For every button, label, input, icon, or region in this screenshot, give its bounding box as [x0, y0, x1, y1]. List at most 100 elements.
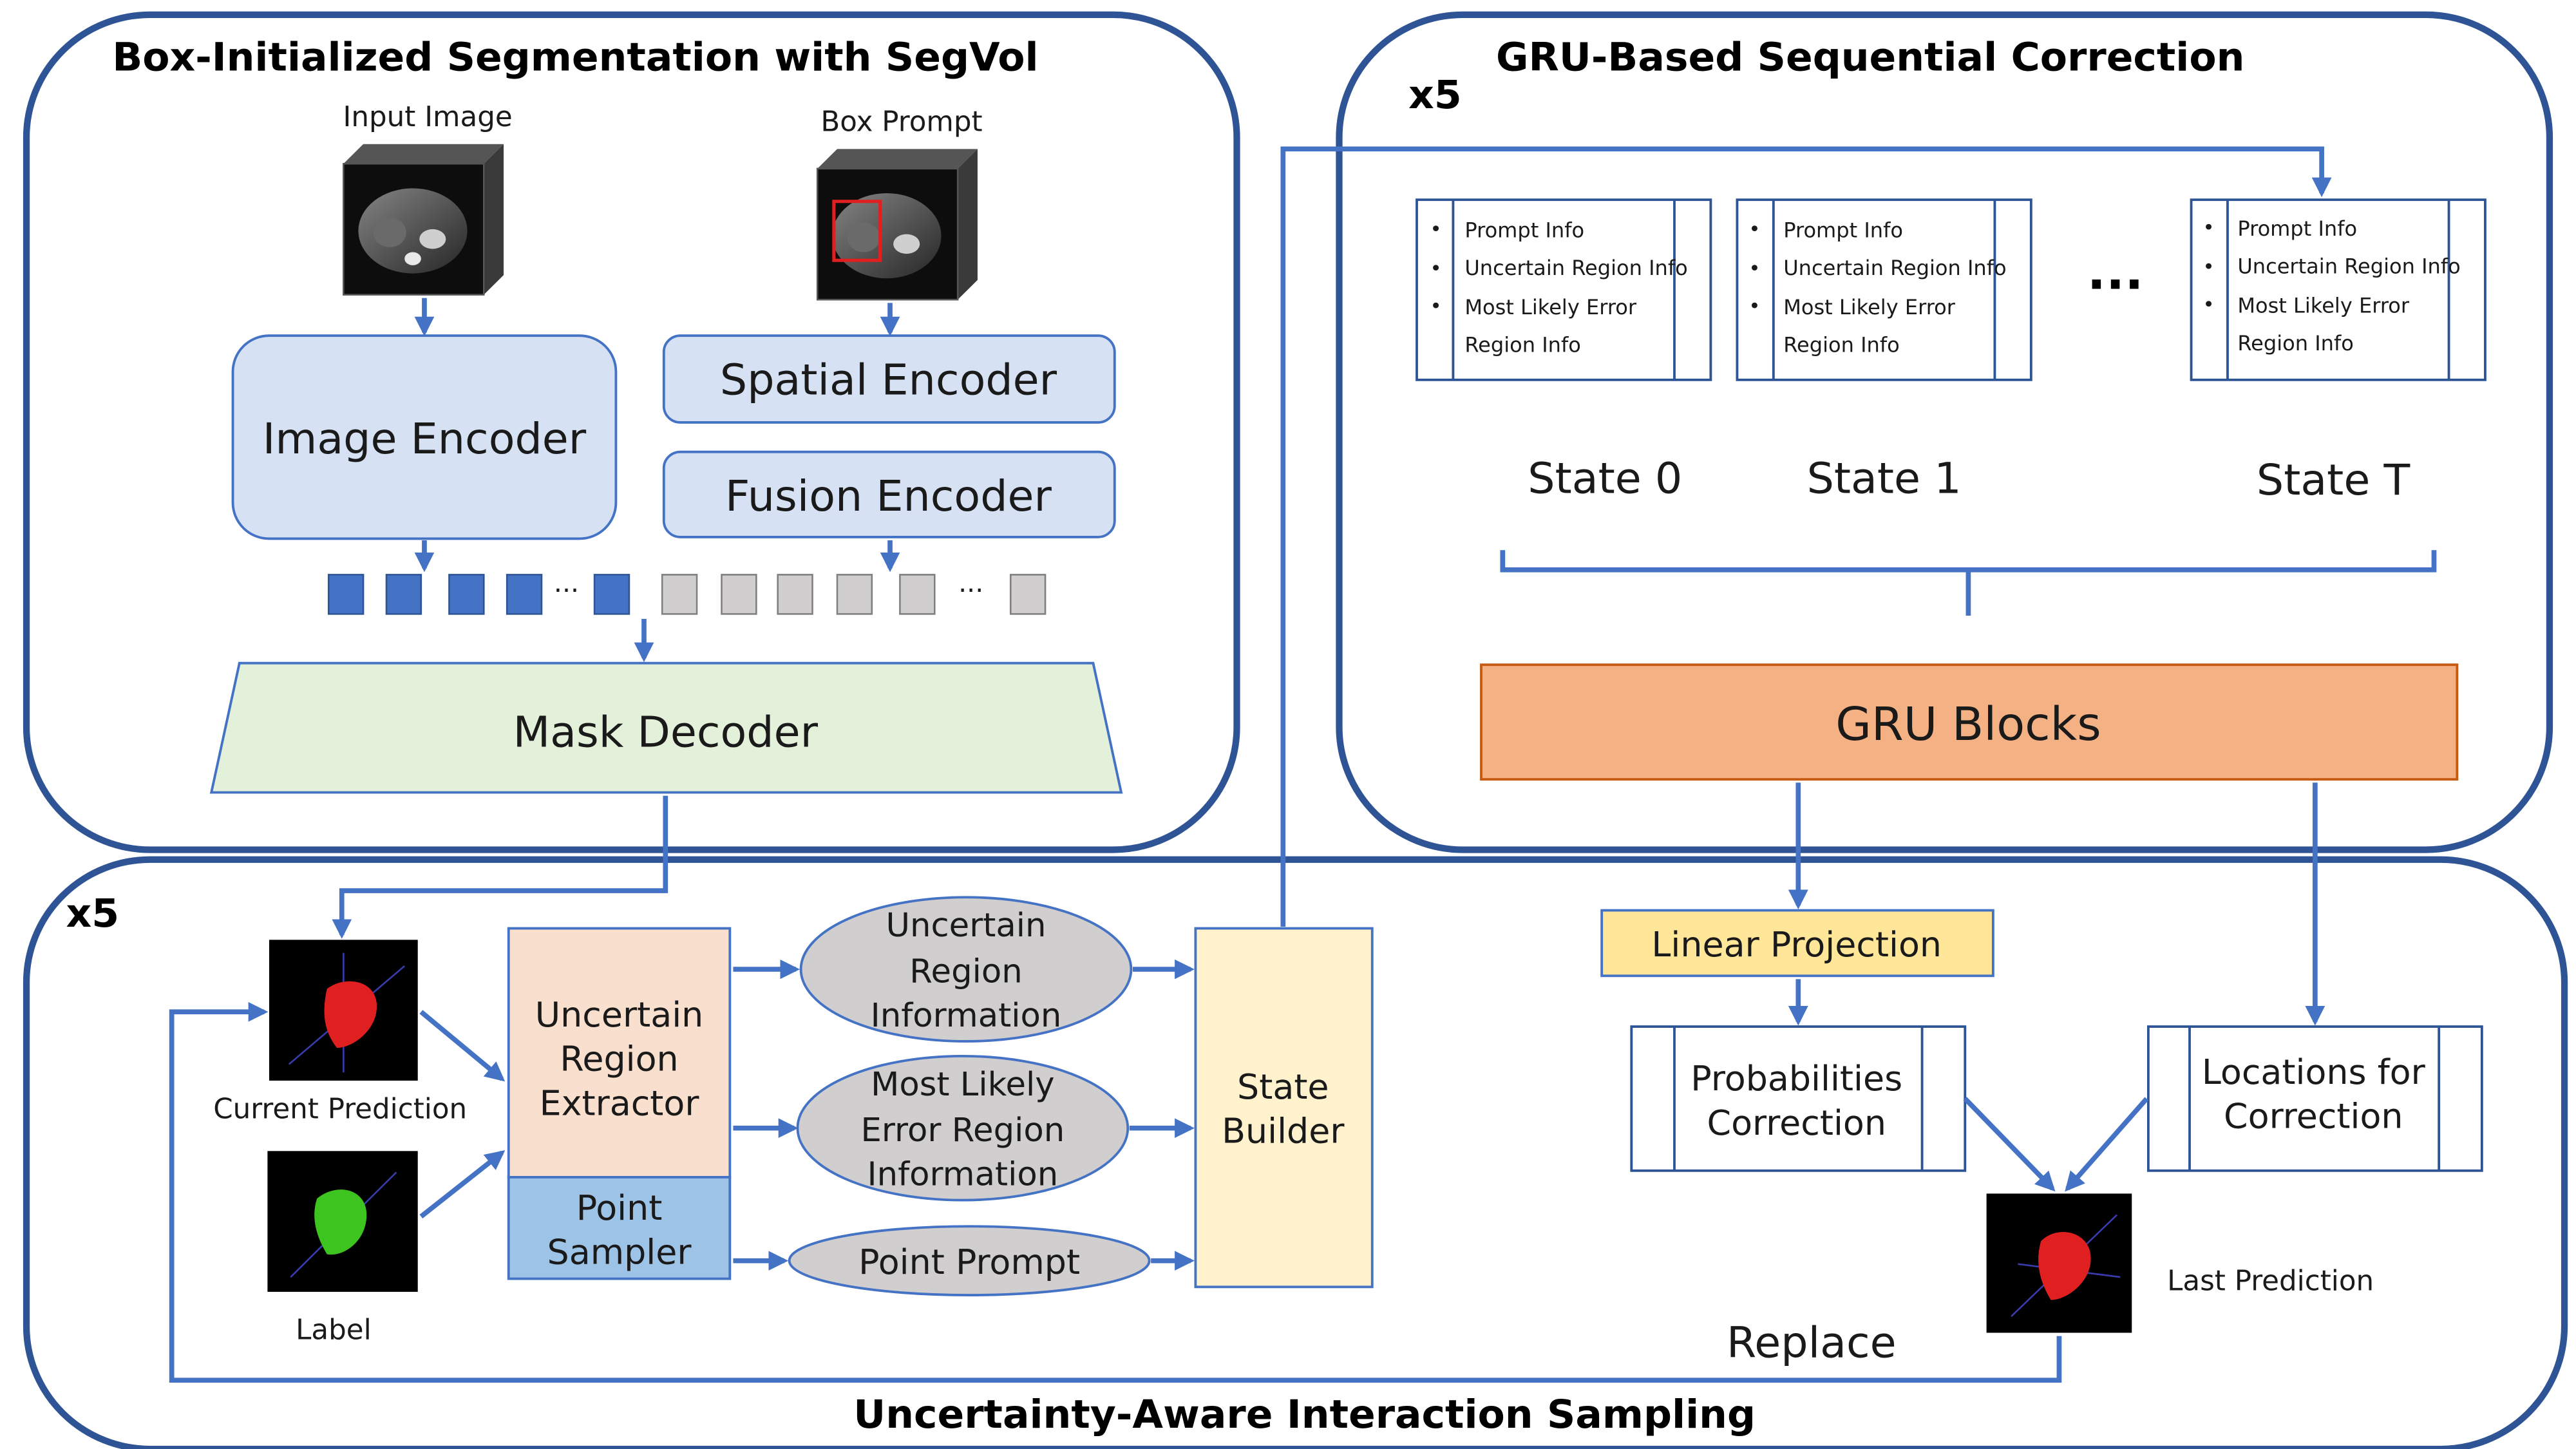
prompt-token: [777, 574, 813, 615]
bullet: •: [2203, 217, 2215, 240]
bullet: •: [1430, 296, 1442, 318]
sampler-label-line: Sampler: [547, 1232, 692, 1273]
prompt-token: [1009, 574, 1046, 615]
states-brace: [1500, 550, 2437, 616]
locations-correction-box: [2146, 1025, 2483, 1172]
last-prediction-label: Last Prediction: [2167, 1265, 2374, 1298]
extractor-label-line: Region: [560, 1039, 678, 1079]
probabilities-correction-box: [1630, 1025, 1967, 1172]
sampling-panel-frame: [23, 856, 2568, 1449]
ellipse1-line: Region: [909, 953, 1023, 991]
bullet: •: [1748, 258, 1760, 280]
prompt-token-sequence: ···: [661, 574, 1046, 615]
uncertain-region-extractor-box: [507, 927, 732, 1179]
label-caption: Label: [296, 1314, 372, 1347]
token-ellipsis: ···: [554, 575, 579, 606]
state-item: Prompt Info: [1464, 218, 1584, 243]
loc-correction-line: Correction: [2224, 1096, 2403, 1137]
mask-decoder-label: Mask Decoder: [513, 707, 819, 757]
error-region-info-ellipse: [796, 1054, 1130, 1202]
bullet: •: [2203, 256, 2215, 279]
sampler-label-line: Point: [576, 1188, 663, 1228]
state-item: Uncertain Region Info: [1464, 256, 1687, 280]
extractor-label-line: Extractor: [540, 1083, 700, 1124]
state-item: Region Info: [1783, 333, 1900, 357]
fusion-encoder-box: [662, 450, 1116, 538]
bounding-box-marker: [832, 200, 882, 262]
replace-label: Replace: [1727, 1318, 1897, 1368]
prompt-token: [661, 574, 698, 615]
image-token: [327, 574, 365, 615]
spatial-encoder-label: Spatial Encoder: [720, 355, 1057, 405]
prob-correction-line: Correction: [1707, 1103, 1886, 1143]
state-builder-box: [1194, 927, 1374, 1289]
state-card-t: • • • Prompt Info Uncertain Region Info …: [2190, 198, 2486, 381]
point-prompt-ellipse: [788, 1225, 1151, 1296]
state-builder-line: Builder: [1222, 1111, 1345, 1151]
image-token: [448, 574, 485, 615]
bullet: •: [1748, 218, 1760, 241]
state-card-0: • • • Prompt Info Uncertain Region Info …: [1416, 198, 1712, 381]
image-token: [506, 574, 543, 615]
ellipse2-line: Most Likely: [871, 1066, 1054, 1104]
state-item: Most Likely Error: [2237, 294, 2410, 318]
box-prompt-label: Box Prompt: [820, 106, 982, 138]
segvol-panel-title: Box-Initialized Segmentation with SegVol: [112, 35, 1038, 80]
linear-projection-box: [1600, 909, 1994, 978]
state-item: Most Likely Error: [1464, 295, 1637, 319]
image-token: [385, 574, 422, 615]
spatial-encoder-box: [662, 334, 1116, 424]
prompt-token: [899, 574, 936, 615]
state-0-label: State 0: [1528, 453, 1682, 504]
last-prediction-image: [1986, 1193, 2132, 1333]
uncertain-region-info-ellipse: [799, 896, 1133, 1043]
state-t-label: State T: [2257, 455, 2410, 505]
state-1-label: State 1: [1807, 453, 1962, 504]
gru-blocks-label: GRU Blocks: [1835, 697, 2101, 751]
prob-correction-line: Probabilities: [1690, 1058, 1902, 1099]
image-encoder-box: [231, 334, 618, 540]
token-ellipsis: ···: [958, 575, 983, 606]
gru-panel-title: GRU-Based Sequential Correction: [1496, 35, 2244, 80]
input-ct-image: [343, 144, 504, 296]
image-token: [593, 574, 630, 615]
prompt-token: [721, 574, 757, 615]
gru-panel-frame: [1336, 11, 2553, 853]
ellipse1-line: Information: [871, 997, 1062, 1035]
state-item: Prompt Info: [1783, 218, 1903, 243]
extractor-label-line: Uncertain: [535, 994, 704, 1035]
image-encoder-label: Image Encoder: [263, 414, 587, 464]
state-item: Region Info: [1464, 333, 1581, 357]
image-token-sequence: ···: [327, 574, 630, 615]
segvol-panel-frame: [23, 11, 1240, 853]
current-prediction-label: Current Prediction: [213, 1094, 467, 1126]
current-prediction-image: [269, 940, 418, 1081]
prompt-token: [836, 574, 873, 615]
point-prompt-label: Point Prompt: [858, 1242, 1080, 1282]
linear-projection-label: Linear Projection: [1651, 924, 1942, 965]
state-card-1: • • • Prompt Info Uncertain Region Info …: [1736, 198, 2032, 381]
fusion-encoder-label: Fusion Encoder: [725, 471, 1052, 521]
state-item: Most Likely Error: [1783, 295, 1956, 319]
loc-correction-line: Locations for: [2202, 1052, 2426, 1092]
ellipse1-line: Uncertain: [886, 907, 1046, 945]
state-item: Prompt Info: [2237, 216, 2357, 241]
state-item: Uncertain Region Info: [1783, 256, 2006, 280]
states-ellipsis: ···: [2087, 256, 2144, 314]
bullet: •: [1430, 258, 1442, 280]
ellipse2-line: Error Region: [860, 1112, 1065, 1150]
state-item: Region Info: [2237, 331, 2354, 355]
ellipse2-line: Information: [867, 1156, 1058, 1194]
bullet: •: [1748, 296, 1760, 318]
box-prompt-ct-image: [816, 149, 978, 301]
gru-repeat-label: x5: [1408, 72, 1462, 118]
input-image-label: Input Image: [343, 101, 513, 133]
label-image: [267, 1151, 418, 1292]
bullet: •: [2203, 294, 2215, 316]
state-item: Uncertain Region Info: [2237, 254, 2460, 279]
mask-decoder-box: [209, 661, 1123, 794]
point-sampler-box: [507, 1176, 732, 1280]
sampling-repeat-label: x5: [66, 891, 120, 936]
replace-loop-arrow: [169, 1001, 2062, 1383]
